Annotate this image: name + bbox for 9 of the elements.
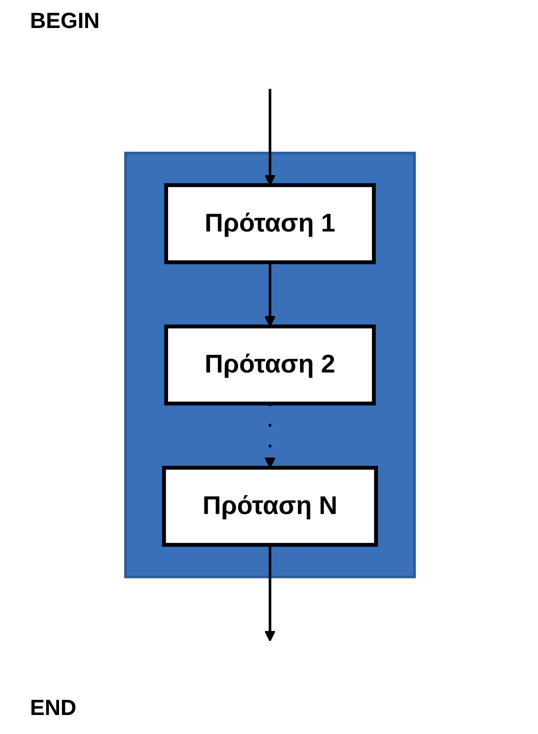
arrow (264, 544, 276, 642)
node-box: Πρόταση N (162, 466, 378, 547)
cluster (124, 152, 416, 578)
arrow (264, 262, 276, 327)
terminal-label: BEGIN (30, 8, 100, 34)
node-box: Πρόταση 2 (164, 324, 376, 406)
terminal-label: END (30, 695, 76, 721)
arrow (264, 88, 276, 186)
node-box: Πρόταση 1 (164, 183, 376, 264)
